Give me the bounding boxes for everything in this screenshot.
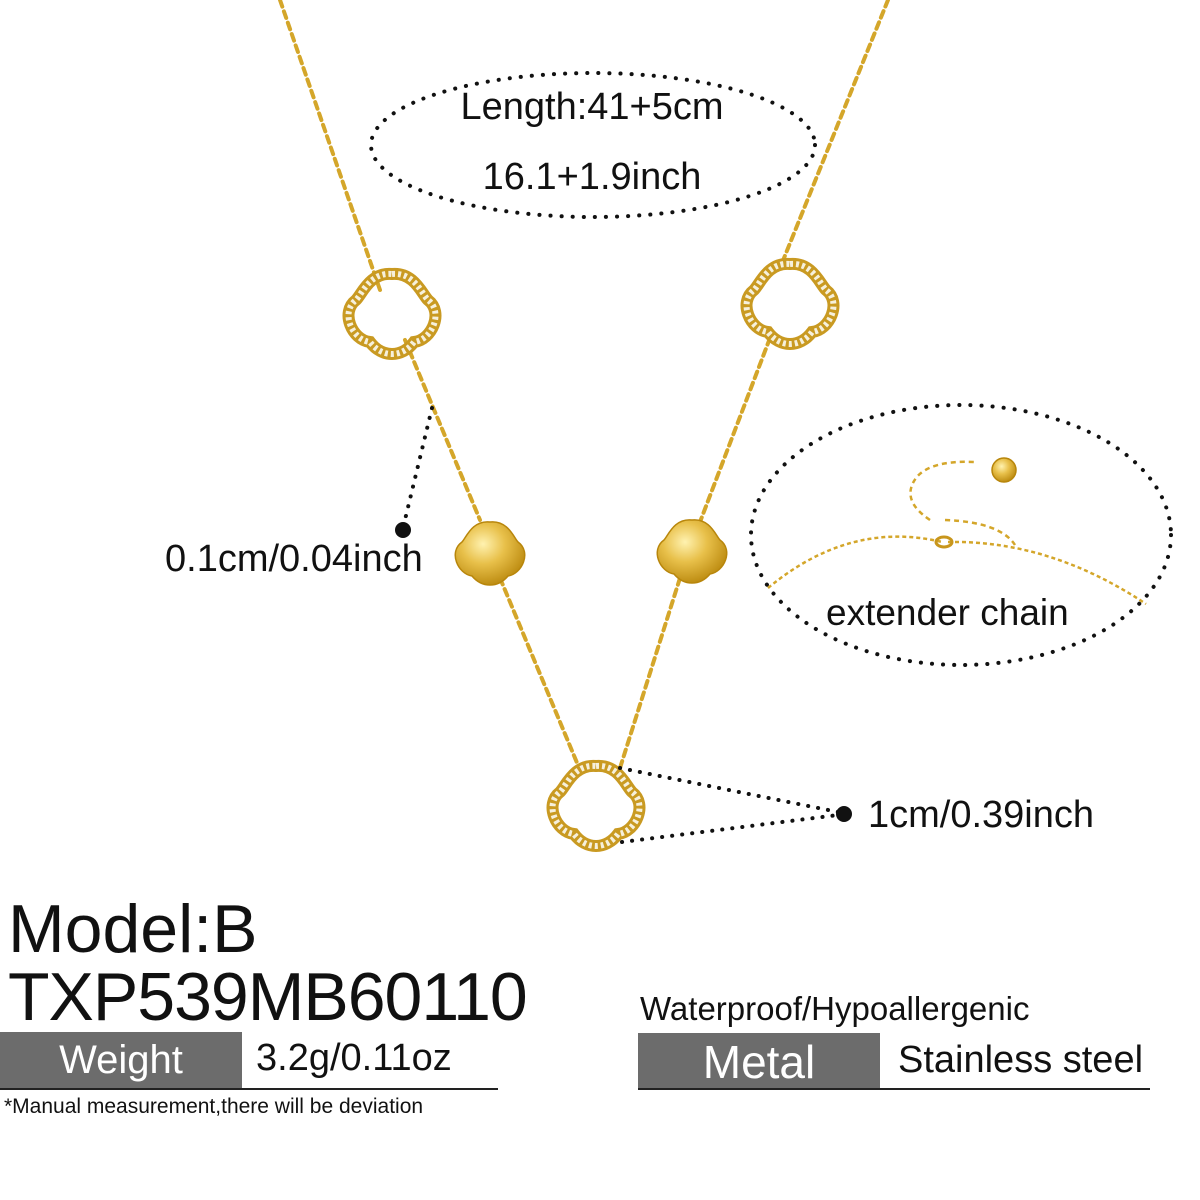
metal-underline [638,1088,1150,1090]
solid-flower-left [454,521,526,586]
length-callout-ellipse [369,71,817,219]
pendant-size-label: 1cm/0.39inch [868,794,1095,836]
metal-badge: Metal [638,1033,880,1089]
extender-chain-label: extender chain [826,592,1069,633]
length-inch-label: 16.1+1.9inch [482,156,702,198]
extender-callout-ellipse [749,403,1173,667]
length-cm-label: Length:41+5cm [460,86,724,128]
extender-chain [767,460,1147,606]
pave-flower-center [546,759,646,852]
thickness-pointer [395,406,434,538]
main-chain [278,0,890,772]
weight-badge: Weight [0,1032,242,1088]
weight-value: 3.2g/0.11oz [256,1037,452,1079]
pave-flower-left [342,267,442,360]
features-label: Waterproof/Hypoallergenic [640,990,1030,1027]
measurement-note: *Manual measurement,there will be deviat… [4,1095,424,1118]
model-label: Model:B [8,891,258,967]
solid-flower-right [656,519,728,584]
pave-flower-right [740,257,840,350]
logo-tag [991,457,1017,483]
product-code: TXP539MB60110 [8,959,528,1035]
weight-underline [0,1088,498,1090]
metal-value: Stainless steel [898,1039,1144,1081]
pendant-size-pointer [618,766,852,844]
chain-thickness-label: 0.1cm/0.04inch [165,538,423,580]
